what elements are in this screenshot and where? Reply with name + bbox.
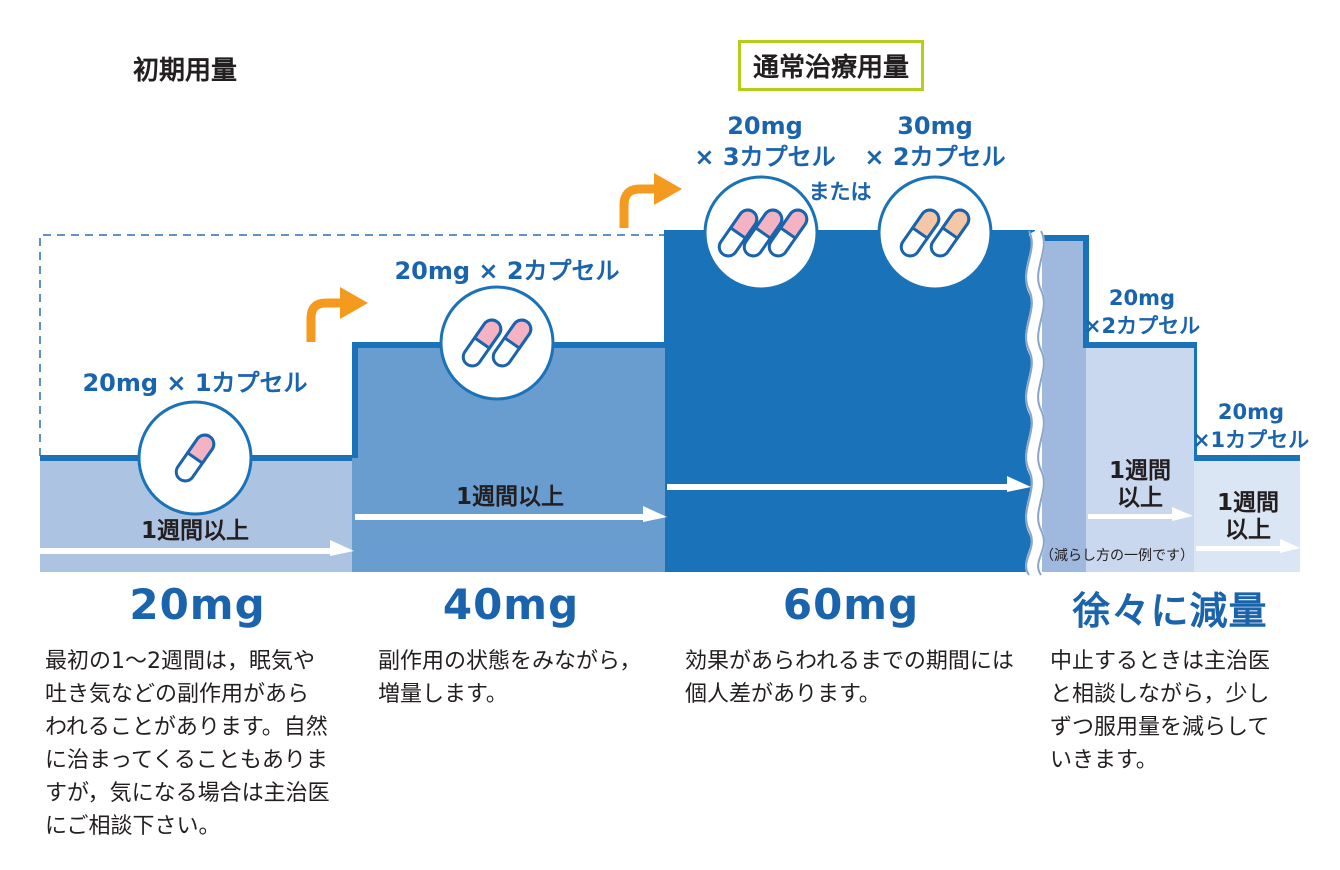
step-2-dose: 40mg [442,580,580,629]
step-3-option-b-label: 30mg × 2カプセル [864,112,1006,171]
dashed-guide-line [39,234,665,456]
step-2-outline [352,342,667,458]
step-1-dose: 20mg [129,580,266,629]
taper-b-label: 20mg ×1カプセル [1192,400,1310,452]
taper-transition-block [1042,236,1088,572]
step-2-capsule-label: 20mg × 2カプセル [394,257,620,285]
step-up-arrow-icon [306,298,342,342]
maintenance-dose-title: 通常治療用量 [738,40,925,91]
taper-step-a-block [1086,348,1194,572]
step-1-description: 最初の1～2週間は，眠気や 吐き気などの副作用があら われることがあります。自然… [45,649,330,839]
capsule-circle-3a [703,175,819,291]
step-up-arrow-head [340,287,368,319]
capsule-circle-1 [137,400,253,516]
capsule-circle-2 [439,285,555,401]
step-4-dose: 徐々に減量 [1072,589,1268,633]
capsule-circle-3b [877,175,993,291]
taper-b-duration: 1週間 以上 [1216,490,1279,543]
timeline-break [1025,227,1045,579]
step-3-block [665,231,1035,572]
step-2-description: 副作用の状態をみながら， 増量します。 [378,649,642,707]
duration-arrow-3 [667,476,1031,492]
step-1-duration: 1週間以上 [140,518,249,544]
step-1-capsule-label: 20mg × 1カプセル [82,369,308,397]
step-2-duration: 1週間以上 [455,484,564,510]
taper-example-note: （減らし方の一例です） [1040,548,1194,564]
step-3-description: 効果があらわれるまでの期間には 個人差があります。 [685,649,1014,707]
taper-step-b-block [1194,461,1300,572]
step-4-description: 中止するときは主治医 と相談しながら，少し ずつ服用量を減らして いきます。 [1050,649,1271,773]
duration-arrow-5 [1196,539,1300,553]
step-up-arrow-icon-2 [619,184,656,228]
step-3-dose: 60mg [782,580,920,629]
duration-arrow-1 [40,540,354,556]
taper-a-label: 20mg ×2カプセル [1083,286,1201,338]
step-up-arrow-head-2 [654,173,682,205]
taper-a-duration: 1週間 以上 [1108,458,1171,511]
duration-arrow-2 [355,506,667,522]
initial-dose-title: 初期用量 [133,56,238,86]
step-3-option-a-label: 20mg × 3カプセル [694,112,836,171]
or-label: または [808,180,872,204]
duration-arrow-4 [1088,507,1193,521]
